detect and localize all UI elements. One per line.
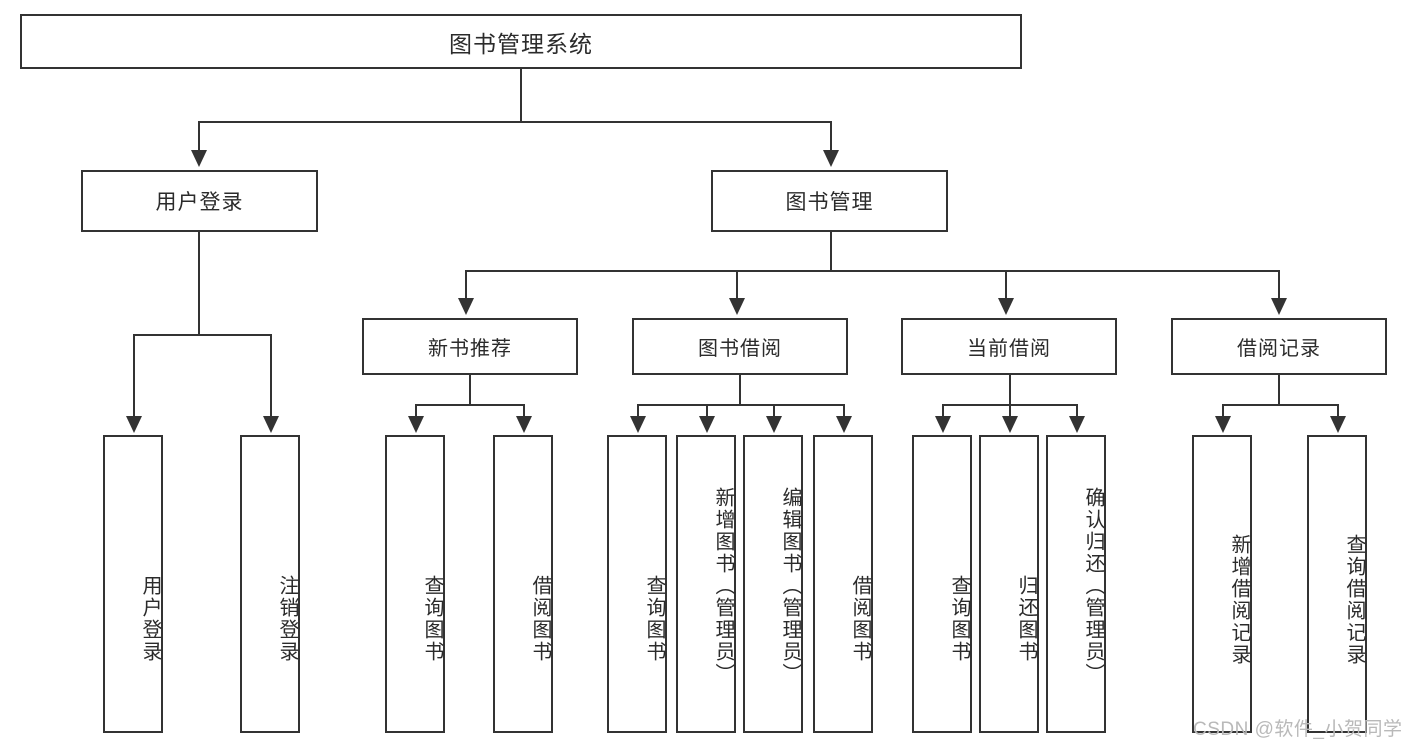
arrowhead-leaf-edit-book	[766, 416, 782, 433]
connector-to-borrow-record	[1278, 270, 1280, 300]
leaf-user-login[interactable]: 用户登录	[103, 435, 163, 733]
node-book-borrow[interactable]: 图书借阅	[632, 318, 848, 375]
connector-to-current-borrow	[1005, 270, 1007, 300]
leaf-return-book[interactable]: 归还图书	[979, 435, 1039, 733]
leaf-query-book-2[interactable]: 查询图书	[607, 435, 667, 733]
connector-new-book-stem	[469, 375, 471, 405]
connector-to-leaf-edit-book	[773, 404, 775, 418]
connector-to-user-login	[198, 121, 200, 152]
arrowhead-borrow-record	[1271, 298, 1287, 315]
connector-to-new-book-recommend	[465, 270, 467, 300]
node-borrow-record[interactable]: 借阅记录	[1171, 318, 1387, 375]
connector-to-leaf-query-borrow-record	[1337, 404, 1339, 418]
arrowhead-leaf-query-borrow-record	[1330, 416, 1346, 433]
arrowhead-leaf-logout-login	[263, 416, 279, 433]
leaf-borrow-book-2[interactable]: 借阅图书	[813, 435, 873, 733]
arrowhead-leaf-query-book-1	[408, 416, 424, 433]
connector-book-borrow-stem	[739, 375, 741, 405]
connector-to-leaf-query-book-3	[942, 404, 944, 418]
arrowhead-book-management	[823, 150, 839, 167]
arrowhead-leaf-query-book-2	[630, 416, 646, 433]
arrowhead-leaf-confirm-return	[1069, 416, 1085, 433]
connector-to-leaf-add-book	[706, 404, 708, 418]
arrowhead-book-borrow	[729, 298, 745, 315]
connector-level2-bar	[198, 121, 832, 123]
leaf-query-book-1[interactable]: 查询图书	[385, 435, 445, 733]
node-current-borrow[interactable]: 当前借阅	[901, 318, 1117, 375]
arrowhead-leaf-query-book-3	[935, 416, 951, 433]
leaf-logout-login[interactable]: 注销登录	[240, 435, 300, 733]
connector-to-leaf-user-login	[133, 334, 135, 418]
node-root-system[interactable]: 图书管理系统	[20, 14, 1022, 69]
leaf-query-book-3[interactable]: 查询图书	[912, 435, 972, 733]
arrowhead-leaf-borrow-book-1	[516, 416, 532, 433]
connector-to-leaf-confirm-return	[1076, 404, 1078, 418]
arrowhead-leaf-user-login	[126, 416, 142, 433]
leaf-borrow-book-1[interactable]: 借阅图书	[493, 435, 553, 733]
connector-to-leaf-query-book-2	[637, 404, 639, 418]
connector-borrow-record-stem	[1278, 375, 1280, 405]
connector-to-book-management	[830, 121, 832, 152]
connector-borrow-record-bar	[1222, 404, 1339, 406]
arrowhead-leaf-borrow-book-2	[836, 416, 852, 433]
leaf-query-borrow-record[interactable]: 查询借阅记录	[1307, 435, 1367, 733]
arrowhead-leaf-add-book	[699, 416, 715, 433]
connector-book-borrow-bar	[637, 404, 845, 406]
arrowhead-new-book-recommend	[458, 298, 474, 315]
node-new-book-recommend[interactable]: 新书推荐	[362, 318, 578, 375]
connector-to-leaf-logout-login	[270, 334, 272, 418]
node-book-management[interactable]: 图书管理	[711, 170, 948, 232]
leaf-add-book[interactable]: 新增图书（管理员）	[676, 435, 736, 733]
connector-to-leaf-borrow-book-1	[523, 404, 525, 418]
connector-to-leaf-return-book	[1009, 404, 1011, 418]
arrowhead-user-login	[191, 150, 207, 167]
connector-to-book-borrow	[736, 270, 738, 300]
leaf-confirm-return[interactable]: 确认归还（管理员）	[1046, 435, 1106, 733]
connector-user-login-stem	[198, 232, 200, 335]
leaf-edit-book[interactable]: 编辑图书（管理员）	[743, 435, 803, 733]
connector-root-stem	[520, 69, 522, 122]
connector-level3-bar	[465, 270, 1280, 272]
connector-to-leaf-query-book-1	[415, 404, 417, 418]
connector-to-leaf-borrow-book-2	[843, 404, 845, 418]
arrowhead-current-borrow	[998, 298, 1014, 315]
leaf-add-borrow-record[interactable]: 新增借阅记录	[1192, 435, 1252, 733]
connector-new-book-bar	[415, 404, 525, 406]
connector-current-borrow-stem	[1009, 375, 1011, 405]
connector-to-leaf-add-borrow-record	[1222, 404, 1224, 418]
arrowhead-leaf-return-book	[1002, 416, 1018, 433]
connector-book-management-stem	[830, 232, 832, 271]
node-user-login[interactable]: 用户登录	[81, 170, 318, 232]
connector-user-login-bar	[133, 334, 272, 336]
arrowhead-leaf-add-borrow-record	[1215, 416, 1231, 433]
